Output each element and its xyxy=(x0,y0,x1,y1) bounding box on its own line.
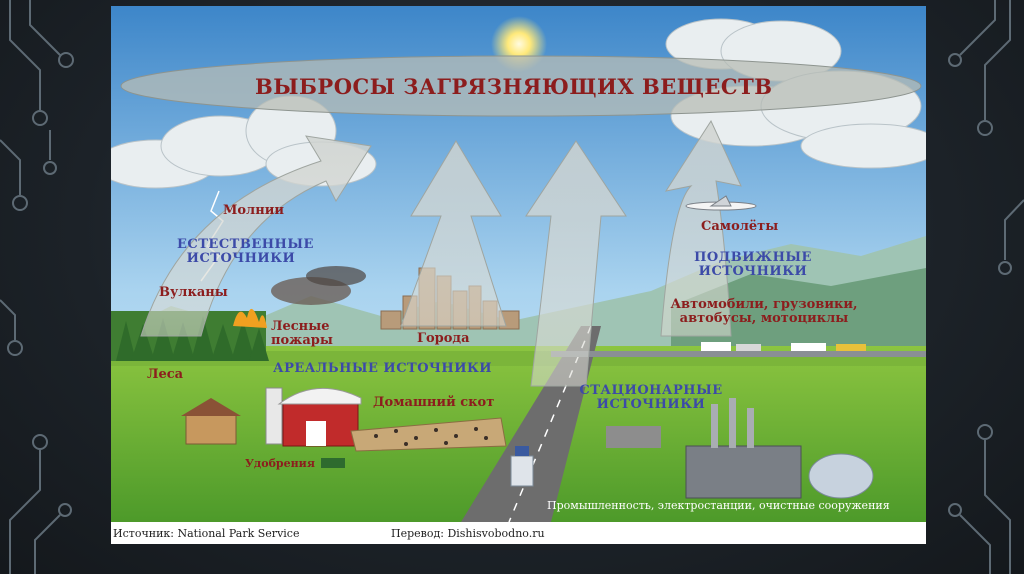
arrow-cities xyxy=(400,140,507,327)
label-lightning: Молнии xyxy=(223,203,285,218)
truck-icon xyxy=(510,446,534,487)
arrow-natural xyxy=(140,135,372,337)
source-footer: Источник: National Park Service Перевод:… xyxy=(111,522,926,544)
fire-icon xyxy=(233,308,267,328)
industry-illustration xyxy=(606,398,874,499)
label-volcanoes: Вулканы xyxy=(159,285,228,300)
label-forest-fires: Лесные пожары xyxy=(271,319,333,348)
airplane-icon xyxy=(685,195,757,211)
vehicles-illustration xyxy=(701,342,866,351)
diagram-title: ВЫБРОСЫ ЗАГРЯЗНЯЮЩИХ ВЕЩЕСТВ xyxy=(255,74,773,99)
farm-illustration xyxy=(181,387,362,447)
label-airplanes: Самолёты xyxy=(701,219,779,234)
label-industry: Промышленность, электростанции, очистные… xyxy=(547,499,890,512)
label-stationary-sources: СТАЦИОНАРНЫЕ ИСТОЧНИКИ xyxy=(579,383,723,412)
tractor-icon xyxy=(321,458,345,468)
livestock-field xyxy=(350,417,507,452)
label-livestock: Домашний скот xyxy=(373,395,495,410)
translation-credit: Перевод: Dishisvobodno.ru xyxy=(391,527,545,540)
label-cities: Города xyxy=(417,331,470,346)
label-mobile-sources: ПОДВИЖНЫЕ ИСТОЧНИКИ xyxy=(694,250,812,279)
title-ellipse xyxy=(120,55,922,117)
label-vehicles: Автомобили, грузовики, автобусы, мотоцик… xyxy=(670,297,858,326)
emission-arrows xyxy=(140,119,742,387)
diagram-panel: ВЫБРОСЫ ЗАГРЯЗНЯЮЩИХ ВЕЩЕСТВ Молнии ЕСТЕ… xyxy=(111,6,926,544)
label-fertilizers: Удобрения xyxy=(245,457,315,470)
label-area-sources: АРЕАЛЬНЫЕ ИСТОЧНИКИ xyxy=(273,361,493,376)
arrow-stationary xyxy=(525,140,627,387)
arrow-mobile xyxy=(660,119,742,337)
label-forests: Леса xyxy=(147,367,184,382)
source-credit: Источник: National Park Service xyxy=(113,527,300,540)
scene-illustration xyxy=(111,6,926,522)
label-natural-sources: ЕСТЕСТВЕННЫЕ ИСТОЧНИКИ xyxy=(177,237,314,266)
